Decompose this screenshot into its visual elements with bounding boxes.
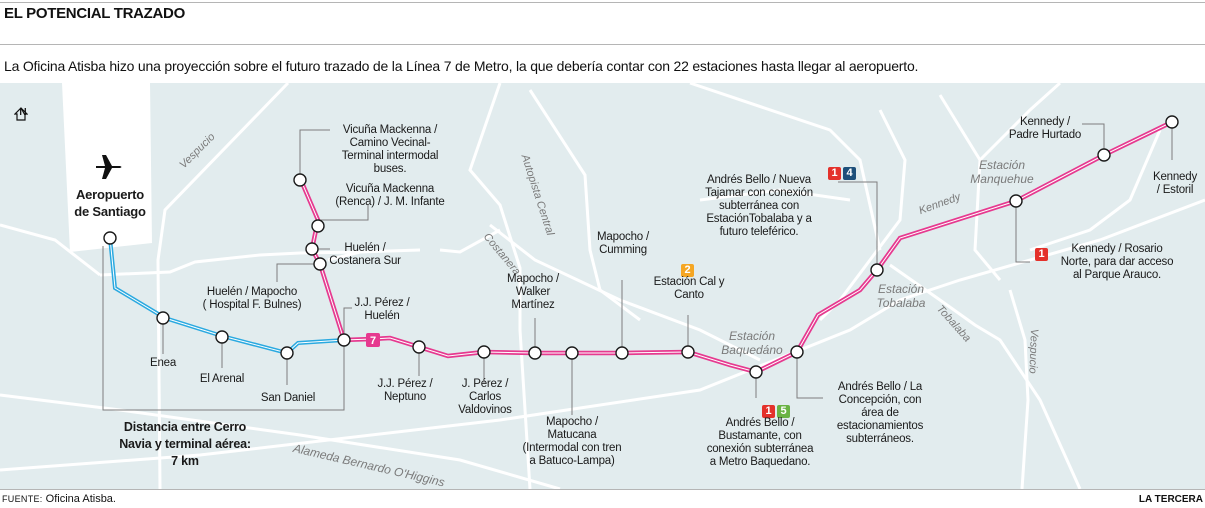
lede-text: La Oficina Atisba hizo una proyección so… [4, 58, 919, 74]
title-rule [0, 44, 1205, 45]
line-1-badge: 1 [762, 405, 775, 418]
line-4-badge: 4 [843, 167, 856, 180]
line-7-badge [366, 333, 380, 347]
line-1-badge: 1 [1035, 248, 1048, 261]
connection-badges-rosario-norte: 1 [1035, 244, 1050, 262]
line-2-badge: 2 [681, 264, 694, 277]
map-graphic [0, 83, 1205, 489]
north-arrow-icon [14, 107, 28, 121]
brand-label: LA TERCERA [1138, 494, 1203, 505]
connection-badges-cal-canto: 2 [681, 260, 696, 278]
line-7-badge-label: 7 [369, 335, 377, 347]
compass: N [14, 107, 32, 121]
station-label-kennedy-padre-hurtado: Kennedy /Padre Hurtado [1008, 116, 1082, 141]
station-label-vicuna-mackenna-renca: Vicuña Mackenna(Renca) / J. M. Infante [335, 183, 445, 208]
road-label-vespucio-east: Vespucio [1026, 328, 1040, 374]
source-note: FUENTE: Oficina Atisba. [2, 493, 116, 505]
station-label-el-arenal: El Arenal [199, 373, 245, 385]
station-label-san-daniel: San Daniel [260, 392, 316, 404]
station-label-vicuna-mackenna-camino: Vicuña Mackenna /Camino Vecinal-Terminal… [341, 124, 439, 175]
station-label-jj-perez-huelen: J.J. Pérez /Huelén [354, 297, 410, 322]
station-label-huelen-mapocho: Huelén / Mapocho( Hospital F. Bulnes) [202, 286, 302, 311]
top-rule [0, 2, 1205, 3]
station-markers [103, 115, 1179, 379]
page-title: EL POTENCIAL TRAZADO [4, 5, 185, 22]
station-label-kennedy-estoril: Kennedy/ Estoril [1153, 171, 1197, 196]
station-label-huelen-costanera: Huelén /Costanera Sur [329, 242, 401, 267]
station-label-enea: Enea [149, 357, 177, 369]
line-5-badge: 5 [777, 405, 790, 418]
station-label-jj-perez-neptuno: J.J. Pérez /Neptuno [377, 378, 433, 403]
station-label-mapocho-cumming: Mapocho /Cumming [597, 231, 649, 256]
line-1-badge: 1 [828, 167, 841, 180]
bottom-rule [0, 489, 1205, 490]
